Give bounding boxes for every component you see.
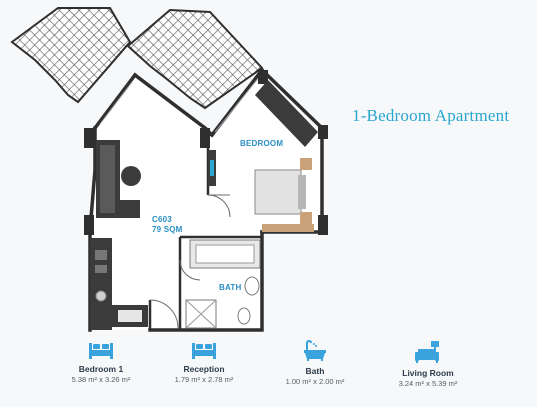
unit-area: 79 SQM [152, 225, 183, 234]
sofa-icon [415, 341, 439, 363]
bath-sink [244, 276, 260, 296]
page-title: 1-Bedroom Apartment [352, 106, 510, 125]
room-dims: 1.00 m² x 2.00 m² [285, 377, 345, 386]
bedside-table [300, 158, 312, 170]
room-dims: 3.24 m² x 5.39 m² [398, 379, 458, 388]
bath-label: BATH [219, 283, 242, 292]
legend-item-reception: Reception 1.79 m² x 2.78 m² [149, 340, 259, 385]
unit-code: C603 [152, 215, 172, 224]
kitchen [90, 238, 148, 330]
room-name: Bath [305, 366, 325, 376]
bedroom-furniture [208, 80, 318, 232]
door-swings [149, 194, 231, 329]
toilet [237, 307, 251, 325]
unit-code-label: C603 79 SQM [152, 215, 183, 235]
living-furniture [96, 140, 141, 218]
bed-icon [192, 343, 216, 359]
balcony-right [126, 8, 264, 110]
room-name: Reception [183, 364, 225, 374]
bedroom-label: BEDROOM [240, 139, 284, 148]
wood-panel [262, 224, 314, 232]
bed [254, 169, 302, 215]
legend-item-living-room: Living Room 3.24 m² x 5.39 m² [373, 340, 483, 389]
bath-fixtures [185, 239, 261, 329]
sofa-chaise [118, 200, 140, 218]
room-name: Bedroom 1 [78, 364, 124, 374]
balcony-left [10, 7, 132, 104]
room-dims: 5.38 m² x 3.26 m² [71, 375, 131, 384]
bedside-table [300, 212, 312, 224]
room-name: Living Room [402, 368, 454, 378]
kitchen-sink [95, 290, 107, 302]
pouf [121, 166, 141, 186]
legend-item-bath: Bath 1.00 m² x 2.00 m² [260, 340, 370, 387]
wardrobe [255, 80, 318, 147]
kitchen-counter [90, 238, 112, 330]
wall-columns [84, 70, 328, 235]
room-dims: 1.79 m² x 2.78 m² [174, 375, 234, 384]
windows [99, 75, 261, 133]
bed-icon [89, 343, 113, 359]
floor-area [90, 70, 322, 330]
legend-item-bedroom: Bedroom 1 5.38 m² x 3.26 m² [46, 340, 156, 385]
bathtub-icon [304, 340, 326, 361]
